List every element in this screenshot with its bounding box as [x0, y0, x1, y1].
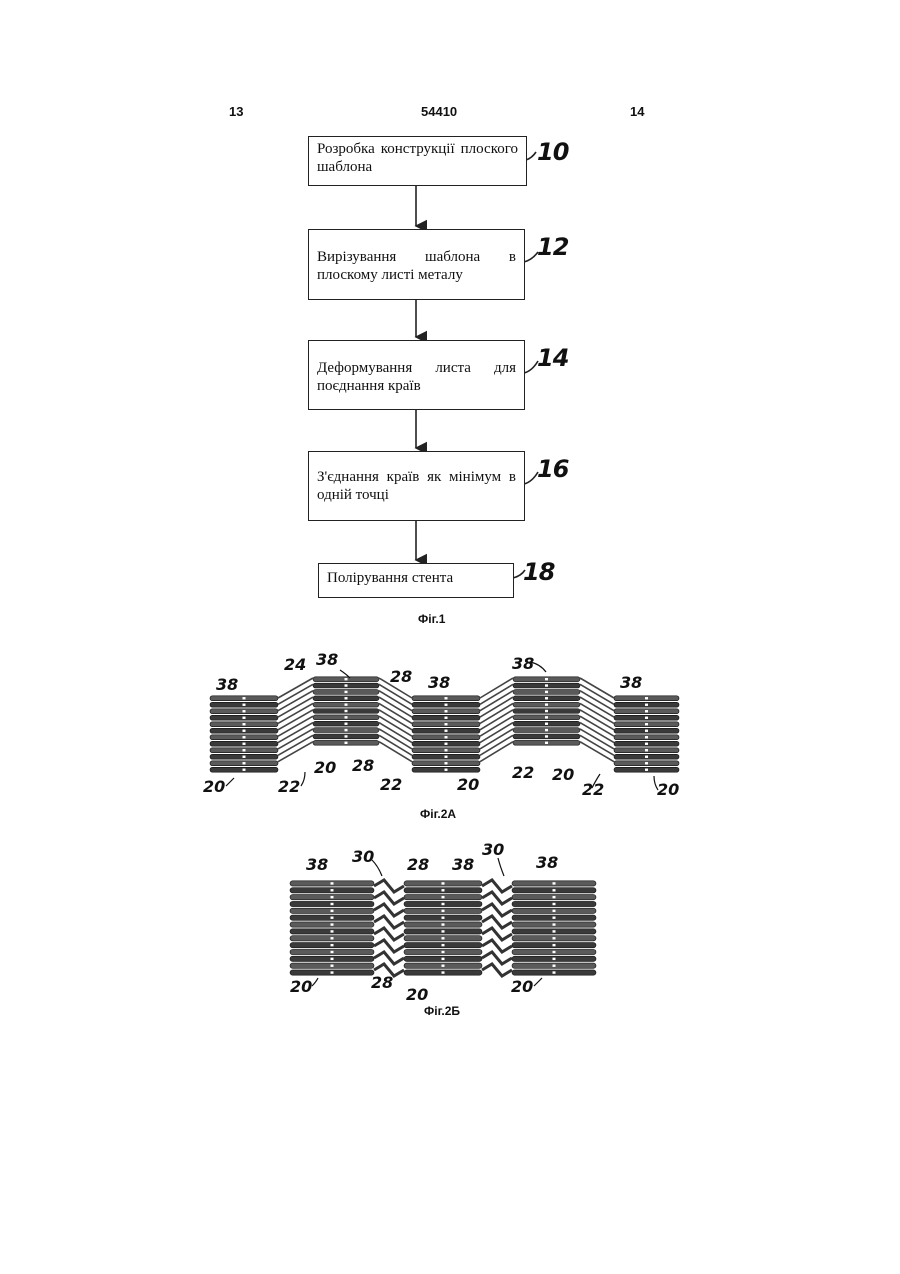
- label-20: 20: [290, 977, 312, 996]
- weld-mark: [553, 930, 556, 932]
- weld-mark: [331, 971, 334, 973]
- weld-mark: [442, 889, 445, 891]
- weld-mark: [331, 910, 334, 912]
- weld-mark: [553, 896, 556, 898]
- weld-mark: [553, 937, 556, 939]
- weld-mark: [442, 965, 445, 967]
- weld-mark: [331, 882, 334, 884]
- weld-mark: [331, 944, 334, 946]
- weld-mark: [331, 923, 334, 925]
- weld-mark: [553, 917, 556, 919]
- zigzag-connector: [374, 880, 404, 892]
- weld-mark: [553, 889, 556, 891]
- weld-mark: [442, 944, 445, 946]
- zigzag-connector: [482, 916, 512, 928]
- band-2: [404, 881, 482, 975]
- weld-mark: [553, 951, 556, 953]
- weld-mark: [331, 917, 334, 919]
- zigzag-connector: [482, 964, 512, 976]
- weld-mark: [331, 903, 334, 905]
- weld-mark: [442, 882, 445, 884]
- weld-mark: [442, 951, 445, 953]
- weld-mark: [442, 923, 445, 925]
- zigzag-connector: [482, 904, 512, 916]
- weld-mark: [442, 917, 445, 919]
- weld-mark: [553, 965, 556, 967]
- leader-line: [534, 978, 542, 986]
- weld-mark: [553, 903, 556, 905]
- label-28: 28: [407, 855, 429, 874]
- weld-mark: [442, 971, 445, 973]
- zigzag-connector: [374, 940, 404, 952]
- weld-mark: [553, 971, 556, 973]
- weld-mark: [331, 896, 334, 898]
- weld-mark: [553, 923, 556, 925]
- label-38: 38: [306, 855, 328, 874]
- zigzag-connector: [374, 952, 404, 964]
- label-38: 38: [536, 853, 558, 872]
- zigzag-connector: [374, 892, 404, 904]
- band-3: [512, 881, 596, 975]
- leader-line: [312, 978, 318, 986]
- weld-mark: [442, 958, 445, 960]
- zigzag-connector: [482, 928, 512, 940]
- zigzag-connector: [482, 940, 512, 952]
- zigzag-connector: [374, 928, 404, 940]
- band-1: [290, 881, 374, 975]
- label-20: 20: [406, 985, 428, 1004]
- weld-mark: [553, 944, 556, 946]
- weld-mark: [442, 903, 445, 905]
- zigzag-connector: [482, 880, 512, 892]
- weld-mark: [442, 896, 445, 898]
- zigzag-connector: [482, 892, 512, 904]
- weld-mark: [331, 889, 334, 891]
- label-38: 38: [452, 855, 474, 874]
- zigzag-connector: [374, 916, 404, 928]
- weld-mark: [331, 937, 334, 939]
- weld-mark: [442, 930, 445, 932]
- weld-mark: [442, 910, 445, 912]
- zigzag-connector: [482, 952, 512, 964]
- weld-mark: [553, 910, 556, 912]
- weld-mark: [553, 882, 556, 884]
- fig2b-caption: Фіг.2Б: [424, 1004, 460, 1018]
- weld-mark: [331, 951, 334, 953]
- label-30: 30: [352, 847, 374, 866]
- weld-mark: [331, 965, 334, 967]
- label-20: 20: [511, 977, 533, 996]
- weld-mark: [553, 958, 556, 960]
- leader-line: [498, 858, 504, 876]
- zigzag-group-1: [374, 880, 404, 976]
- leader-line: [372, 860, 382, 876]
- zigzag-group-2: [482, 880, 512, 976]
- label-28: 28: [371, 973, 393, 992]
- label-30: 30: [482, 840, 504, 859]
- weld-mark: [442, 937, 445, 939]
- zigzag-connector: [374, 904, 404, 916]
- weld-mark: [331, 930, 334, 932]
- weld-mark: [331, 958, 334, 960]
